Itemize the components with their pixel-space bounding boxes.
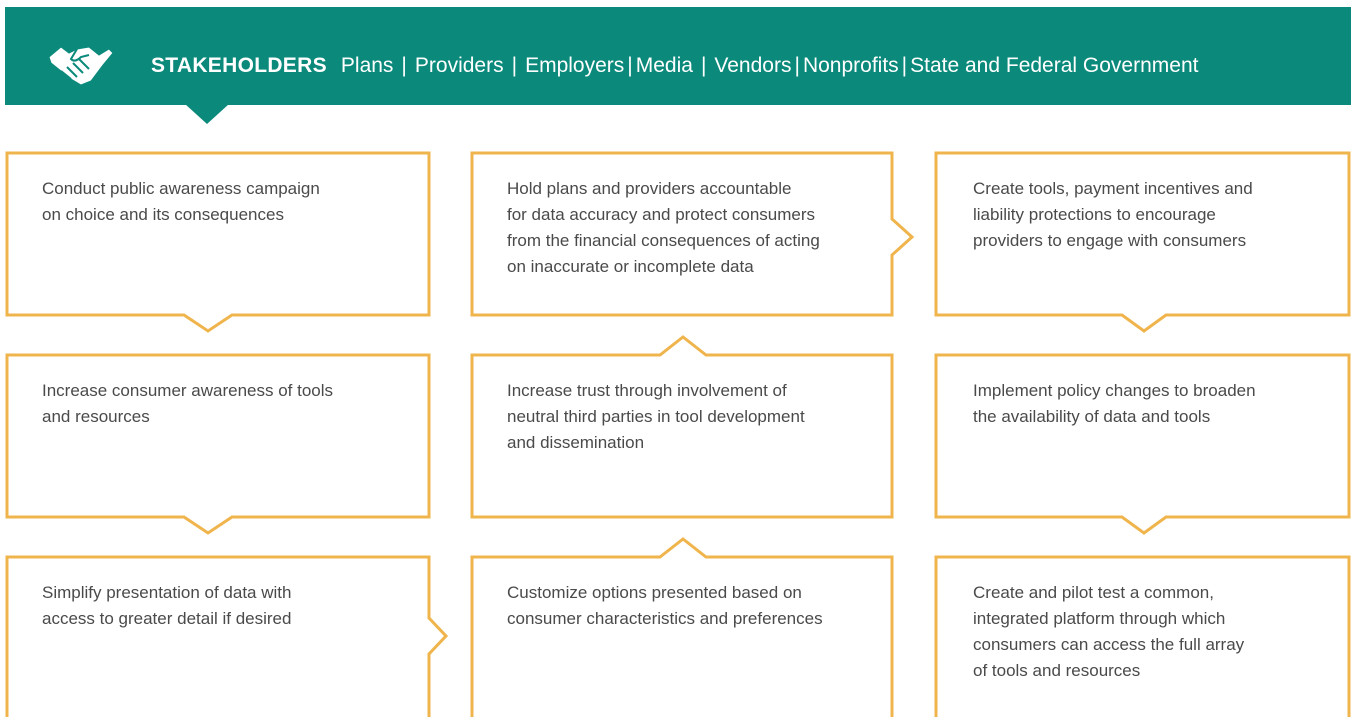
action-simplify-presentation: Simplify presentation of data with acces… bbox=[42, 580, 422, 632]
frame-r3c2 bbox=[470, 537, 894, 717]
stakeholder-media[interactable]: Media bbox=[635, 54, 693, 77]
stakeholders-title: STAKEHOLDERS bbox=[151, 54, 327, 77]
frame-r2c2 bbox=[470, 335, 894, 519]
action-conduct-awareness-campaign: Conduct public awareness campaign on cho… bbox=[42, 176, 422, 228]
stakeholder-employers[interactable]: Employers bbox=[525, 54, 625, 77]
stakeholder-nonprofits[interactable]: Nonprofits bbox=[802, 54, 899, 77]
separator: | bbox=[901, 54, 908, 77]
action-increase-consumer-awareness: Increase consumer awareness of tools and… bbox=[42, 378, 422, 430]
separator: | bbox=[627, 54, 633, 77]
banner-pointer bbox=[185, 104, 229, 124]
separator: | bbox=[401, 54, 407, 77]
frame-r1c1 bbox=[5, 151, 431, 333]
action-text: Hold plans and providers accountable for… bbox=[507, 179, 820, 276]
action-implement-policy-changes: Implement policy changes to broaden the … bbox=[973, 378, 1343, 430]
separator: | bbox=[511, 54, 518, 77]
separator: | bbox=[794, 54, 800, 77]
action-increase-trust: Increase trust through involvement of ne… bbox=[507, 378, 887, 456]
action-create-common-platform: Create and pilot test a common, integrat… bbox=[973, 580, 1343, 684]
action-text: Conduct public awareness campaign on cho… bbox=[42, 179, 320, 224]
action-text: Create and pilot test a common, integrat… bbox=[973, 583, 1245, 680]
frame-r1c3 bbox=[934, 151, 1351, 333]
frame-r2c3 bbox=[934, 353, 1351, 535]
action-create-tools-incentives: Create tools, payment incentives and lia… bbox=[973, 176, 1343, 254]
handshake-icon bbox=[48, 46, 114, 86]
action-text: Simplify presentation of data with acces… bbox=[42, 583, 292, 628]
action-text: Customize options presented based on con… bbox=[507, 583, 823, 628]
stakeholder-plans[interactable]: Plans bbox=[340, 54, 394, 77]
action-text: Create tools, payment incentives and lia… bbox=[973, 179, 1253, 250]
frame-r3c1 bbox=[5, 555, 449, 717]
action-text: Increase trust through involvement of ne… bbox=[507, 381, 805, 452]
stakeholder-vendors[interactable]: Vendors bbox=[714, 54, 792, 77]
stakeholder-government[interactable]: State and Federal Government bbox=[910, 54, 1199, 77]
frame-r3c3 bbox=[934, 555, 1351, 717]
separator: | bbox=[700, 54, 707, 77]
action-text: Implement policy changes to broaden the … bbox=[973, 381, 1256, 426]
action-hold-accountable: Hold plans and providers accountable for… bbox=[507, 176, 887, 280]
frame-r2c1 bbox=[5, 353, 431, 535]
action-customize-options: Customize options presented based on con… bbox=[507, 580, 887, 632]
frame-r1c2 bbox=[470, 151, 915, 317]
action-text: Increase consumer awareness of tools and… bbox=[42, 381, 334, 426]
stakeholder-providers[interactable]: Providers bbox=[414, 54, 504, 77]
